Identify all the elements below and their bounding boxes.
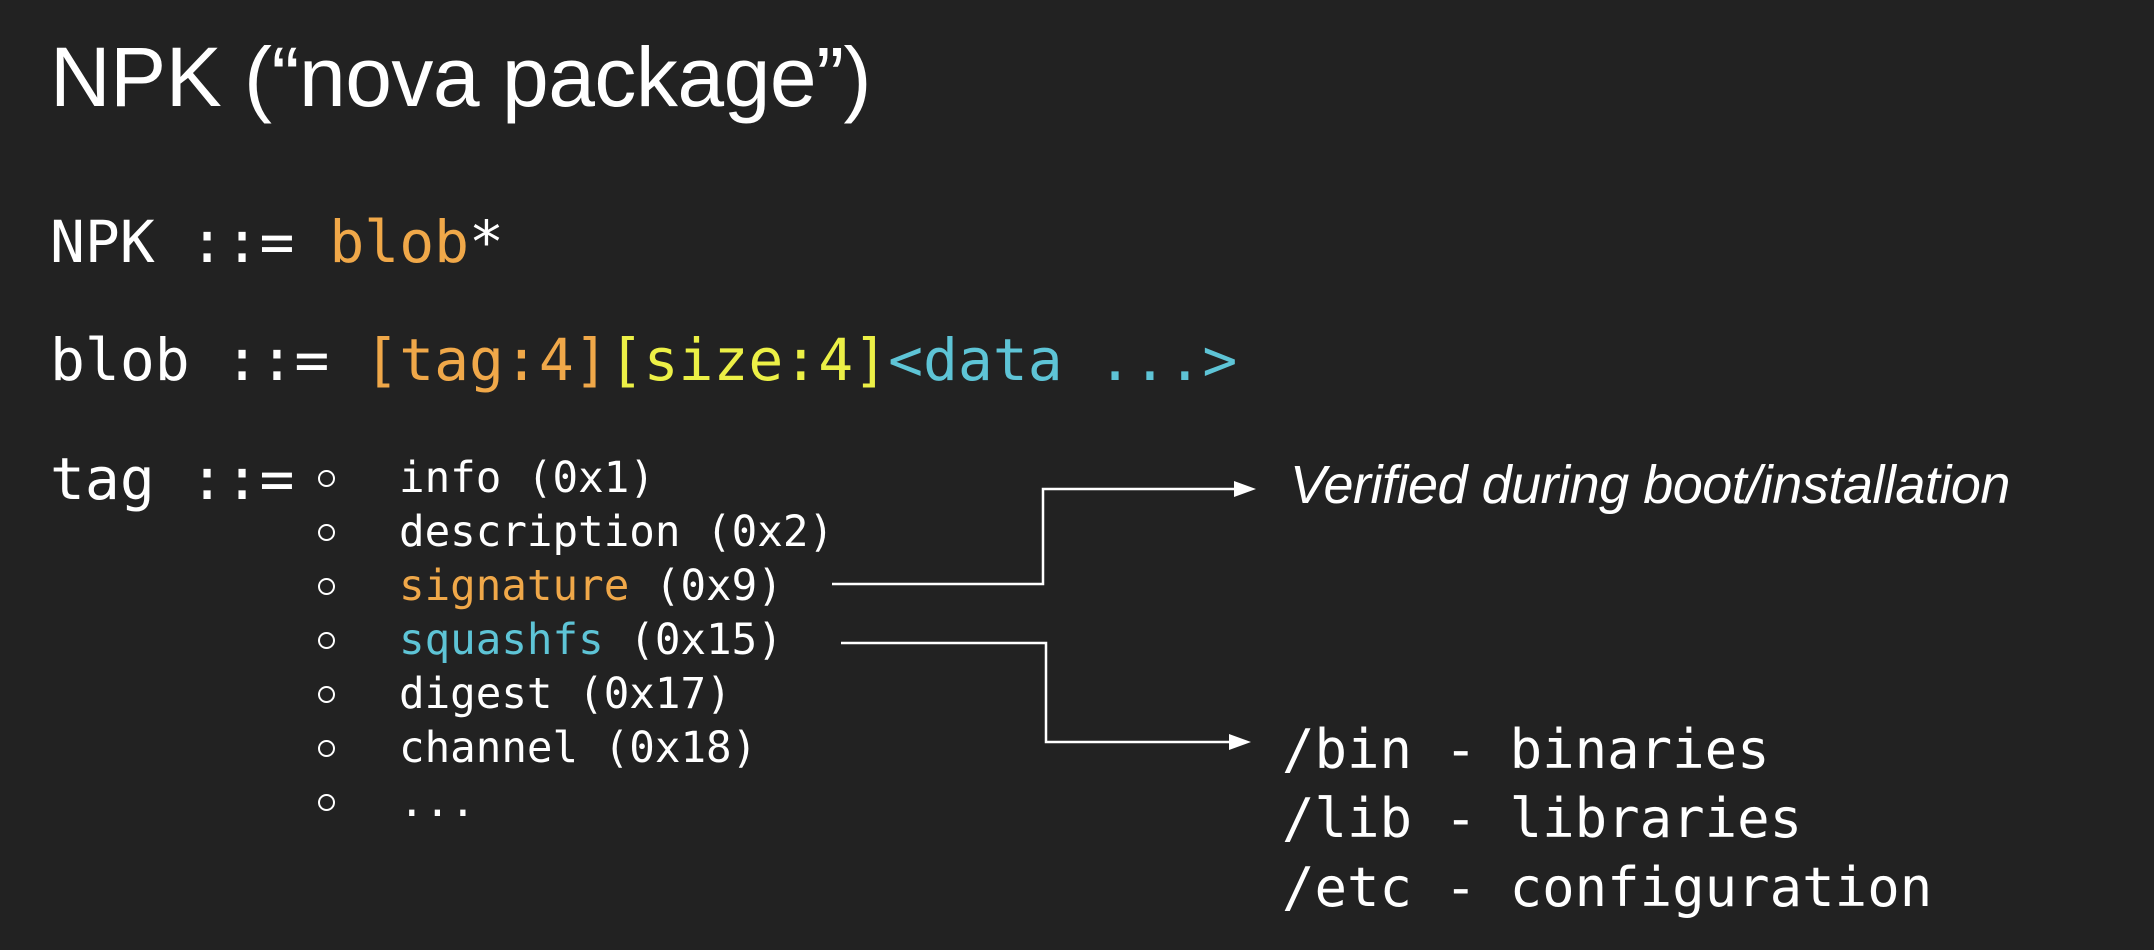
tag-item-info: info (0x1) <box>399 452 655 505</box>
tag-name: ... <box>399 778 476 827</box>
tag-code: (0x17) <box>552 670 732 719</box>
bullet-icon <box>318 470 335 487</box>
tag-code: (0x18) <box>578 724 758 773</box>
tag-code: (0x9) <box>629 562 783 611</box>
npk-rule: NPK ::= blob* <box>50 207 504 277</box>
npk-rule-lhs: NPK ::= <box>50 208 330 276</box>
verified-annotation: Verified during boot/installation <box>1290 455 2010 515</box>
bullet-icon <box>318 524 335 541</box>
tag-name: digest <box>399 670 553 719</box>
tag-item-channel: channel (0x18) <box>399 722 757 775</box>
tag-item-description: description (0x2) <box>399 506 834 559</box>
blob-rule-size-field: [size:4] <box>608 326 889 394</box>
tag-name: info <box>399 454 502 503</box>
blob-rule-tag-field: [tag:4] <box>364 326 609 394</box>
blob-rule-lhs: blob ::= <box>50 326 365 394</box>
blob-rule: blob ::= [tag:4][size:4]<data ...> <box>50 325 1237 395</box>
bullet-icon <box>318 740 335 757</box>
npk-rule-blob: blob <box>329 208 470 276</box>
tag-rule-lhs: tag ::= <box>50 445 295 513</box>
slide-title: NPK (“nova package”) <box>50 30 872 124</box>
tag-item-squashfs: squashfs (0x15) <box>399 614 783 667</box>
tag-item-more: ... <box>399 776 476 829</box>
squashfs-arrowhead-icon <box>1229 734 1251 750</box>
tag-code: (0x1) <box>501 454 655 503</box>
squashfs-content-line: /lib - libraries <box>1282 787 1803 850</box>
tag-item-digest: digest (0x17) <box>399 668 732 721</box>
blob-rule-data-field: <data ...> <box>888 326 1238 394</box>
tag-code: (0x15) <box>603 616 783 665</box>
squashfs-connector-line <box>841 641 1230 744</box>
tag-name: channel <box>399 724 579 773</box>
tag-name: squashfs <box>399 616 604 665</box>
signature-connector-line <box>832 487 1235 586</box>
tag-code: (0x2) <box>680 508 834 557</box>
tag-name: signature <box>399 562 630 611</box>
bullet-icon <box>318 578 335 595</box>
bullet-icon <box>318 686 335 703</box>
tag-name: description <box>399 508 681 557</box>
tag-item-signature: signature (0x9) <box>399 560 783 613</box>
npk-rule-star: * <box>469 208 504 276</box>
bullet-icon <box>318 632 335 649</box>
bullet-icon <box>318 794 335 811</box>
squashfs-content-line: /etc - configuration <box>1282 856 1933 919</box>
signature-arrowhead-icon <box>1234 481 1256 497</box>
squashfs-content-line: /bin - binaries <box>1282 718 1770 781</box>
